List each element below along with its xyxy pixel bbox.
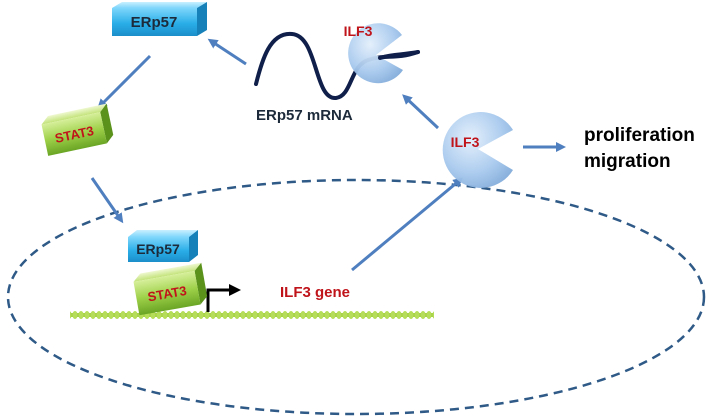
outcome-proliferation: proliferation xyxy=(584,125,695,146)
erp57-protein-top: ERp57 xyxy=(112,2,207,36)
ilf3-bound-label: ILF3 xyxy=(344,23,373,39)
arrow-ilf3-to-mrna xyxy=(402,94,440,130)
dna-strand xyxy=(70,309,434,319)
erp57-top-label: ERp57 xyxy=(131,14,178,31)
erp57-protein-nucleus: ERp57 xyxy=(128,230,198,262)
mrna-label: ERp57 mRNA xyxy=(256,107,353,124)
erp57-nucleus-label: ERp57 xyxy=(136,241,180,257)
arrow-mrna-to-erp57 xyxy=(207,38,247,66)
arrow-stat3-to-nucleus xyxy=(90,177,124,224)
ilf3-gene-label: ILF3 gene xyxy=(280,284,350,301)
arrow-gene-to-ilf3 xyxy=(351,177,464,272)
stat3-protein-nucleus: STAT3 xyxy=(133,262,208,316)
stat3-protein-top: STAT3 xyxy=(41,103,114,156)
flow-arrows xyxy=(90,38,566,272)
ilf3-free-label: ILF3 xyxy=(451,134,480,150)
transcription-start-arrow xyxy=(206,284,241,312)
ilf3-protein-mrna-bound: ILF3 xyxy=(344,23,403,84)
arrow-erp57-to-stat3 xyxy=(97,54,152,109)
nucleus-boundary xyxy=(6,178,706,416)
outcome-migration: migration xyxy=(584,151,671,172)
stat3-nucleus-label: STAT3 xyxy=(146,283,187,305)
erp57-mrna-tail xyxy=(378,50,420,60)
ilf3-protein-free: ILF3 xyxy=(442,112,513,188)
